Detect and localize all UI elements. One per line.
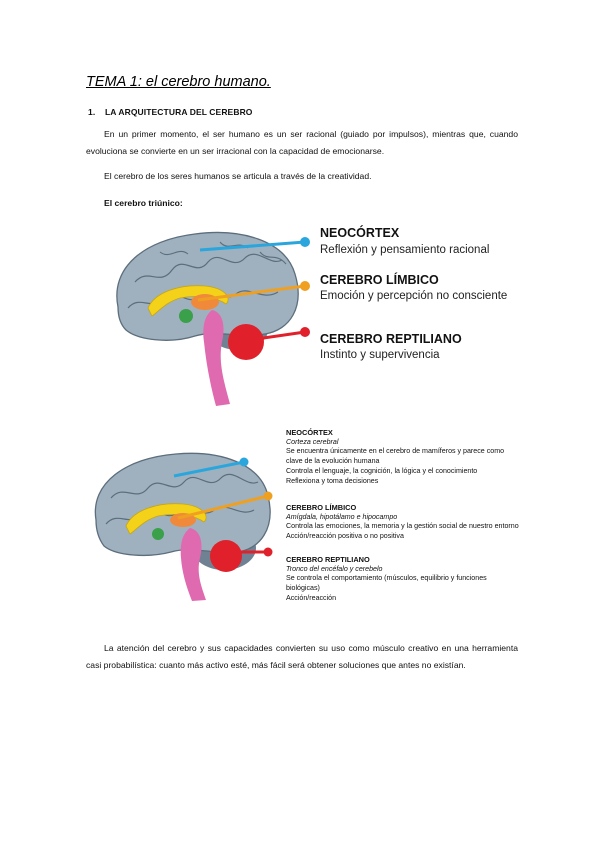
paragraph-1-text: En un primer momento, el ser humano es u… bbox=[86, 129, 518, 156]
reptilian-pointer bbox=[249, 330, 306, 342]
limbico-detail-line: Acción/reacción positiva o no positiva bbox=[286, 532, 404, 541]
reptiliano-detail-line: Se controla el comportamiento (músculos,… bbox=[286, 574, 487, 583]
limbico-detail-title: CEREBRO LÍMBICO bbox=[286, 503, 357, 512]
section-heading: 1. LA ARQUITECTURA DEL CEREBRO bbox=[88, 107, 253, 117]
reptilian-shape-2 bbox=[210, 540, 242, 572]
neocortex-title: NEOCÓRTEX bbox=[320, 226, 400, 240]
limbico-detail-subtitle: Amígdala, hipotálamo e hipocampo bbox=[286, 512, 398, 521]
reptiliano-detail-line: Acción/reacción bbox=[286, 593, 337, 602]
reptiliano-detail: CEREBRO REPTILIANO Tronco del encéfalo y… bbox=[286, 555, 586, 604]
triune-brain-figure-2 bbox=[86, 448, 286, 603]
section-number: 1. bbox=[88, 107, 96, 117]
paragraph-3-text: La atención del cerebro y sus capacidade… bbox=[86, 643, 518, 670]
limbico-desc: Emoción y percepción no consciente bbox=[320, 290, 508, 302]
page-title: TEMA 1: el cerebro humano. bbox=[86, 74, 271, 90]
brain-illustration-2 bbox=[94, 452, 273, 601]
section-title: LA ARQUITECTURA DEL CEREBRO bbox=[105, 107, 253, 117]
limbic-pointer-dot bbox=[300, 281, 310, 291]
reptilian-shape bbox=[228, 324, 264, 360]
amygdala-shape bbox=[179, 309, 193, 323]
reptiliano-detail-title: CEREBRO REPTILIANO bbox=[286, 555, 370, 564]
figure-label: El cerebro triúnico: bbox=[104, 198, 183, 208]
neocortex-detail-line: Controla el lenguaje, la cognición, la l… bbox=[286, 466, 478, 475]
neocortex-detail-line: clave de la evolución humana bbox=[286, 457, 380, 466]
limbic-pointer-dot-2 bbox=[263, 491, 273, 501]
neocortex-desc: Reflexión y pensamiento racional bbox=[320, 244, 490, 256]
limbic-pointer bbox=[197, 284, 306, 302]
reptiliano-detail-subtitle: Tronco del encéfalo y cerebelo bbox=[286, 564, 383, 573]
neocortex-detail-line: Reflexiona y toma decisiones bbox=[286, 476, 379, 485]
limbico-detail: CEREBRO LÍMBICO Amígdala, hipotálamo e h… bbox=[286, 503, 586, 542]
paragraph-1: En un primer momento, el ser humano es u… bbox=[86, 126, 518, 159]
brainstem-shape-2 bbox=[180, 528, 206, 601]
paragraph-2: El cerebro de los seres humanos se artic… bbox=[86, 168, 518, 185]
reptiliano-desc: Instinto y supervivencia bbox=[320, 349, 440, 361]
gyri-lines-4 bbox=[110, 473, 259, 499]
amygdala-shape-2 bbox=[152, 528, 164, 540]
neocortex-detail: NEOCÓRTEX Corteza cerebral Se encuentra … bbox=[286, 428, 586, 486]
paragraph-3: La atención del cerebro y sus capacidade… bbox=[86, 640, 518, 673]
gyri-lines bbox=[134, 253, 283, 283]
limbic-shape bbox=[147, 285, 229, 317]
reptilian-pointer-dot bbox=[300, 327, 310, 337]
neocortex-pointer-2 bbox=[173, 460, 245, 478]
neocortex-pointer-dot bbox=[300, 237, 310, 247]
reptiliano-detail-line: biológicas) bbox=[286, 584, 320, 593]
paragraph-2-text: El cerebro de los seres humanos se artic… bbox=[104, 171, 372, 181]
reptilian-pointer-dot-2 bbox=[263, 547, 273, 557]
reptiliano-title: CEREBRO REPTILIANO bbox=[320, 332, 462, 346]
brainstem-shape bbox=[203, 310, 230, 406]
limbic-shape-2 bbox=[125, 503, 207, 535]
neocortex-pointer bbox=[199, 240, 306, 252]
brain-illustration-1 bbox=[116, 231, 310, 406]
neocortex-detail-subtitle: Corteza cerebral bbox=[286, 437, 339, 446]
limbico-detail-line: Controla las emociones, la memoria y la … bbox=[286, 522, 519, 531]
limbic-pointer-2 bbox=[177, 494, 269, 520]
triune-brain-figure-1: NEOCÓRTEX Reflexión y pensamiento racion… bbox=[100, 212, 520, 427]
neocortex-detail-line: Se encuentra únicamente en el cerebro de… bbox=[286, 447, 505, 456]
neocortex-detail-title: NEOCÓRTEX bbox=[286, 428, 333, 437]
neocortex-pointer-dot-2 bbox=[239, 457, 249, 467]
limbico-title: CEREBRO LÍMBICO bbox=[320, 273, 439, 287]
